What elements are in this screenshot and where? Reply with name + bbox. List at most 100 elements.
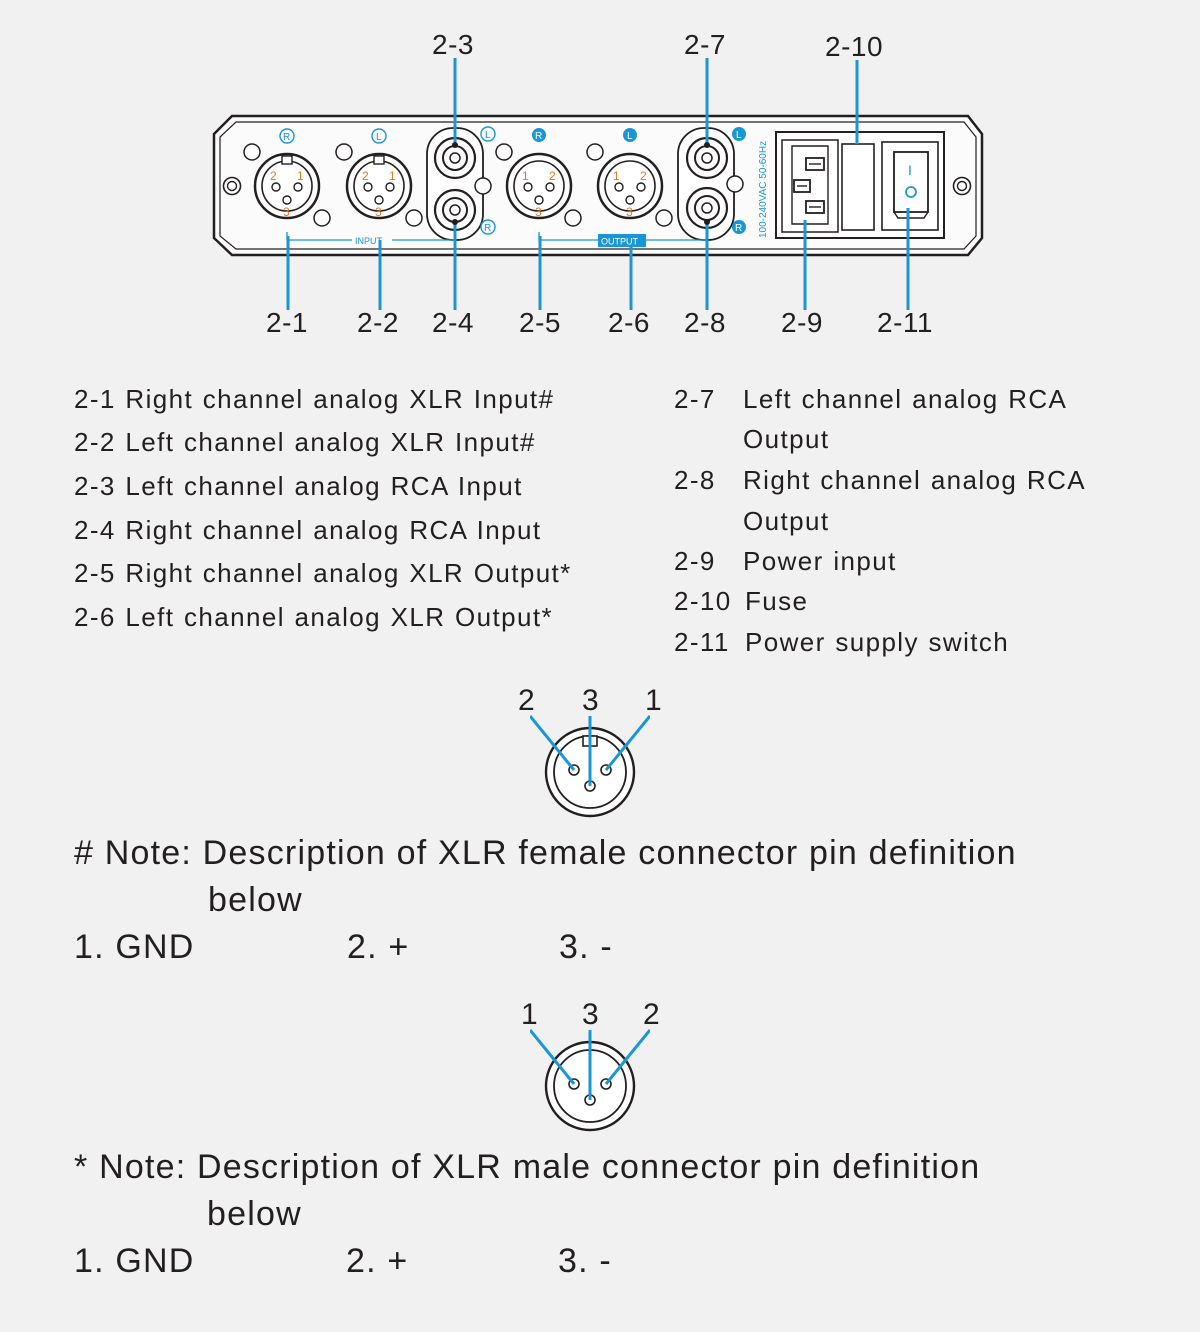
- channel-right-badge: R: [279, 128, 295, 144]
- svg-text:R: R: [283, 132, 290, 143]
- male-pin-1: 1. GND: [74, 1242, 195, 1280]
- callout-2-4: 2-4: [432, 307, 474, 338]
- male-pin-label: 3: [582, 998, 599, 1031]
- xlr-output-right-connector: 1 2 3: [495, 143, 582, 227]
- legend-text: Left channel analog XLR Input#: [125, 427, 536, 457]
- rca-input-left-jack: [433, 136, 477, 180]
- svg-text:2: 2: [362, 169, 369, 183]
- female-note-title: # Note: Description of XLR female connec…: [74, 834, 1017, 872]
- female-pin-label: 3: [582, 684, 599, 717]
- iec-power-socket: [791, 145, 829, 225]
- male-note-title: * Note: Description of XLR male connecto…: [74, 1148, 981, 1186]
- fuse-holder: [841, 143, 875, 231]
- svg-text:L: L: [376, 132, 382, 143]
- svg-text:I: I: [908, 162, 912, 178]
- svg-text:3: 3: [375, 205, 382, 219]
- legend-text: Right channel analog RCA: [743, 465, 1087, 495]
- rca-input-right-jack: [433, 188, 477, 232]
- svg-text:3: 3: [626, 205, 633, 219]
- legend-text: Left channel analog XLR Output*: [125, 602, 553, 632]
- legend-text: Output: [743, 424, 830, 454]
- rca-input-pair: L R: [426, 126, 496, 241]
- legend-code: 2-9: [674, 546, 716, 576]
- male-pin-3: 3. -: [558, 1242, 612, 1280]
- callout-2-8: 2-8: [684, 307, 726, 338]
- svg-text:L: L: [485, 130, 491, 141]
- legend-code: 2-6: [74, 602, 116, 632]
- callout-2-1: 2-1: [266, 307, 308, 338]
- legend-code: 2-4: [74, 515, 116, 545]
- legend-item: 2-2 Left channel analog XLR Input#: [74, 427, 536, 458]
- legend-text: Power input: [743, 546, 897, 576]
- svg-text:2: 2: [270, 169, 277, 183]
- legend-text: Right channel analog XLR Input#: [125, 384, 555, 414]
- legend-item: 2-5 Right channel analog XLR Output*: [74, 558, 572, 589]
- legend-text: Fuse: [745, 586, 809, 616]
- xlr-male-pin-diagram: [530, 1029, 650, 1132]
- svg-text:L: L: [627, 131, 633, 142]
- leader-lines: [286, 58, 910, 310]
- power-rating-label: 100-240VAC 50-60Hz: [758, 141, 769, 238]
- xlr-female-pin-diagram: [530, 715, 650, 818]
- svg-text:R: R: [535, 131, 542, 142]
- legend-text: Output: [743, 506, 830, 536]
- legend-text: Right channel analog RCA Input: [125, 515, 542, 545]
- legend-text: Left channel analog RCA: [743, 384, 1068, 414]
- svg-text:2: 2: [640, 169, 647, 183]
- male-pin-2: 2. +: [346, 1242, 409, 1280]
- xlr-output-left-connector: 1 2 3: [586, 143, 673, 227]
- callout-2-2: 2-2: [357, 307, 399, 338]
- legend-text: Right channel analog XLR Output*: [125, 558, 572, 588]
- rca-output-left-jack: [685, 136, 729, 180]
- legend-item: 2-6 Left channel analog XLR Output*: [74, 602, 553, 633]
- callout-2-3: 2-3: [432, 29, 474, 60]
- panel-inner-line: [219, 121, 977, 250]
- legend-code: 2-7: [674, 384, 716, 414]
- legend-item: 2-3 Left channel analog RCA Input: [74, 471, 523, 502]
- svg-text:1: 1: [522, 169, 529, 183]
- screw-icon: [222, 176, 242, 196]
- legend-text: Power supply switch: [745, 627, 1010, 657]
- svg-text:2: 2: [549, 169, 556, 183]
- male-pin-label: 2: [643, 998, 660, 1031]
- rear-panel-diagram: 2 1 3 R 2 1 3 L: [212, 58, 984, 310]
- female-pin-2: 2. +: [347, 928, 410, 966]
- svg-text:3: 3: [535, 205, 542, 219]
- legend-code: 2-11: [674, 627, 730, 657]
- legend-text: Left channel analog RCA Input: [125, 471, 523, 501]
- female-pin-label: 1: [645, 684, 662, 717]
- callout-2-7: 2-7: [684, 29, 726, 60]
- callout-2-10: 2-10: [825, 31, 884, 62]
- output-group-label: OUTPUT: [601, 237, 639, 247]
- channel-left-badge: L: [623, 128, 637, 142]
- xlr-input-left-connector: 2 1 3: [335, 143, 423, 227]
- screw-icon: [952, 176, 972, 196]
- svg-text:R: R: [735, 223, 742, 234]
- legend-code: 2-8: [674, 465, 716, 495]
- channel-right-badge: R: [532, 128, 546, 142]
- power-module: I: [775, 131, 945, 239]
- channel-left-badge: L: [371, 128, 387, 144]
- svg-text:1: 1: [297, 169, 304, 183]
- legend-code: 2-10: [674, 586, 732, 616]
- legend-code: 2-1: [74, 384, 116, 414]
- xlr-input-right-connector: 2 1 3: [243, 143, 331, 227]
- callout-2-9: 2-9: [781, 307, 823, 338]
- legend-code: 2-5: [74, 558, 116, 588]
- legend-item: 2-1 Right channel analog XLR Input#: [74, 384, 554, 415]
- svg-text:3: 3: [283, 205, 290, 219]
- svg-text:R: R: [484, 223, 491, 234]
- svg-text:1: 1: [389, 169, 396, 183]
- female-pin-1: 1. GND: [74, 928, 195, 966]
- legend-code: 2-2: [74, 427, 116, 457]
- female-pin-3: 3. -: [559, 928, 613, 966]
- svg-text:L: L: [736, 130, 742, 141]
- male-pin-label: 1: [521, 998, 538, 1031]
- female-note-title-cont: below: [208, 881, 303, 919]
- legend-item: 2-4 Right channel analog RCA Input: [74, 515, 541, 546]
- legend-code: 2-3: [74, 471, 116, 501]
- callout-2-11: 2-11: [877, 307, 933, 338]
- callout-2-6: 2-6: [608, 307, 650, 338]
- female-pin-label: 2: [518, 684, 535, 717]
